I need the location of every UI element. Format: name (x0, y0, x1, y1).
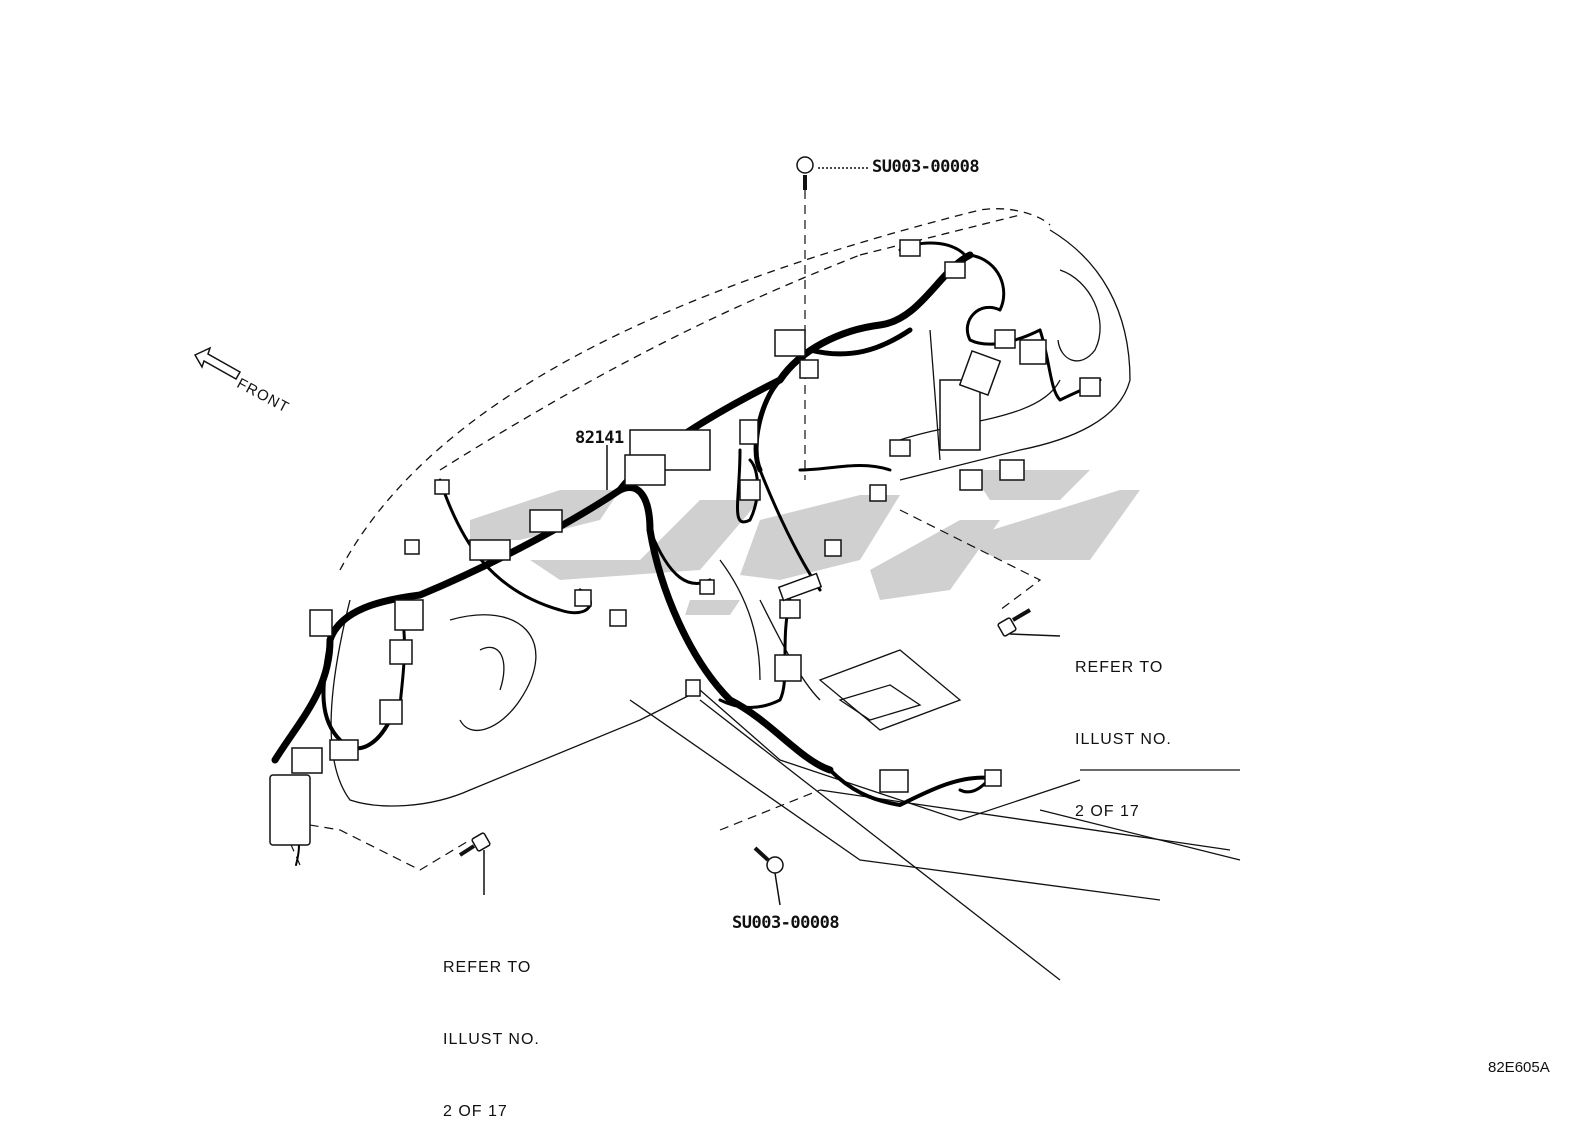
connectors (269, 239, 1101, 846)
dashboard-outline (330, 208, 1241, 981)
refer-left-line-1: REFER TO (443, 959, 532, 976)
refer-right-line-1: REFER TO (1075, 659, 1164, 676)
screw-top-label: SU003-00008 (872, 157, 980, 177)
drawing-code: 82E605A (1488, 1059, 1550, 1076)
refer-right-line-2: ILLUST NO. (1075, 731, 1172, 748)
bolt-icon-right (997, 608, 1061, 637)
refer-left-line-2: ILLUST NO. (443, 1031, 540, 1048)
refer-note-left: REFER TO ILLUST NO. 2 OF 17 (443, 908, 540, 1148)
screw-icon-top (796, 156, 868, 190)
front-arrow-icon (193, 346, 242, 381)
bolt-icon-left (458, 832, 491, 895)
screw-bottom-label: SU003-00008 (732, 913, 840, 933)
part-number-label: 82141 (575, 428, 624, 448)
refer-note-right: REFER TO ILLUST NO. 2 OF 17 (1075, 608, 1172, 848)
refer-right-line-3: 2 OF 17 (1075, 803, 1140, 820)
refer-left-line-3: 2 OF 17 (443, 1103, 508, 1120)
wiring-harness-diagram (193, 156, 1241, 981)
screw-icon-bottom (753, 846, 784, 906)
